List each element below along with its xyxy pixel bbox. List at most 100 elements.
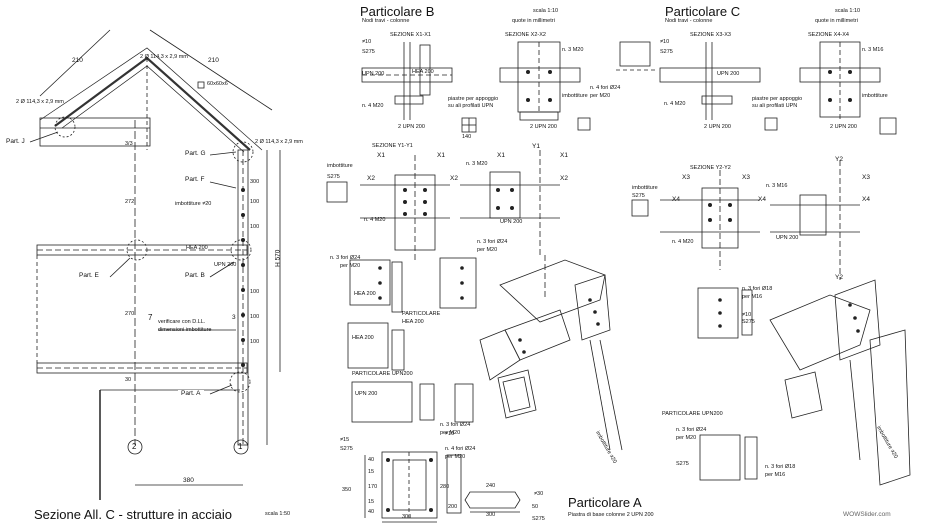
part-c-scale: scala 1:10	[835, 8, 861, 14]
section-y2-y2: SEZIONE Y2-Y2	[690, 165, 731, 171]
b-axis-x1-b: X1	[437, 152, 445, 159]
part-j-label: Part. J	[3, 138, 28, 145]
b-n4m20: n. 4 M20	[362, 103, 384, 109]
c-n3fori-1: n. 3 fori Ø18	[742, 286, 773, 292]
a-s275: S275	[340, 446, 353, 452]
part-b-sub-2: quote in millimetri	[512, 18, 555, 24]
a-dim-280: 280	[440, 484, 450, 490]
c-thick10: ≠10	[660, 39, 670, 45]
b-axis-x1-d: X1	[560, 152, 568, 159]
b-t140: 140	[462, 134, 472, 140]
b-axis-x1-c: X1	[497, 152, 505, 159]
c-two-upn-1: 2 UPN 200	[704, 124, 731, 130]
c-upn200-2: UPN 200	[776, 235, 799, 241]
b-piastre-2: su ali profilati UPN	[448, 103, 494, 109]
a-dim-v-2: 15	[368, 469, 375, 475]
a-s275-2: S275	[532, 516, 545, 522]
part-b-section-y1	[326, 150, 560, 260]
verificare-line-2: dimensioni imbottiture	[158, 327, 212, 333]
a-dim-240: 240	[486, 483, 496, 489]
dim-left-2: 272	[125, 199, 135, 205]
c-axis-x3-a: X3	[682, 174, 690, 181]
a-t30: ≠30	[534, 491, 544, 497]
dim-side-2: 100	[250, 199, 260, 205]
c-axis-x4-a: X4	[672, 196, 680, 203]
part-a-label: Part. A	[178, 390, 204, 397]
part-c-upn-detail	[697, 287, 758, 481]
a-perm20-4: per M20	[445, 454, 466, 460]
dim-top-left: 210	[72, 57, 83, 64]
c-perm20: per M20	[676, 435, 697, 441]
b-piastre-1: piastre per appoggio	[448, 96, 499, 102]
hea-part-title-2: HEA 200	[402, 319, 424, 325]
part-c-isometric	[769, 279, 911, 486]
part-a-title: Particolare A	[568, 495, 642, 510]
c-n3fori24: n. 3 fori Ø24	[676, 427, 707, 433]
watermark: WOWSlider.com	[843, 511, 891, 518]
a-n3fori24-2: n. 3 fori Ø24	[477, 239, 508, 245]
a-n3fori24-3: n. 3 fori Ø24	[440, 422, 471, 428]
c-n3m16-2: n. 3 M16	[766, 183, 788, 189]
c-n4m20: n. 4 M20	[664, 101, 686, 107]
b-imbottiture: imbottiture	[562, 93, 588, 99]
part-c-title: Particolare C	[665, 4, 741, 19]
c-perm16-2: per M16	[765, 472, 786, 478]
a-t10: ≠10	[445, 431, 455, 437]
verificare-line-1: verificare con D.LL.	[158, 319, 206, 325]
c-piastre-2: su ali profilati UPN	[752, 103, 798, 109]
b-upn200-2: UPN 200	[500, 219, 523, 225]
dim-side-6: 100	[250, 339, 260, 345]
a-t15: ≠15	[340, 437, 350, 443]
c-axis-x4-b: X4	[758, 196, 766, 203]
a-dim-200: 200	[448, 504, 458, 510]
dim-side-4: 100	[250, 289, 260, 295]
hea-part-title-1: PARTICOLARE	[402, 311, 441, 317]
dim-side-1: 300	[250, 179, 260, 185]
a-perm20-3: per M20	[440, 430, 461, 436]
upn-part-title-a: PARTICOLARE UPN200	[352, 371, 413, 377]
part-c-section-y2	[631, 160, 860, 280]
c-s275-3: S275	[742, 319, 755, 325]
b-perm20: per M20	[590, 93, 611, 99]
part-c-sub-1: Nodi travi - colonne	[665, 18, 713, 24]
a-upn200: UPN 200	[355, 391, 378, 397]
dim-top-right: 210	[208, 57, 219, 64]
c-axis-x3-b: X3	[742, 174, 750, 181]
c-axis-y2-b: Y2	[835, 274, 843, 281]
a-dim-v-3: 170	[368, 484, 378, 490]
b-upn200: UPN 200	[362, 71, 385, 77]
c-perm16-1: per M16	[742, 294, 763, 300]
c-piastre-1: piastre per appoggio	[752, 96, 803, 102]
part-a-subtitle: Piastra di base colonne 2 UPN 200	[568, 512, 654, 518]
a-hea200-2: HEA 200	[352, 335, 374, 341]
dim-base-380: 380	[183, 477, 194, 484]
note-number-7: 7	[148, 313, 153, 322]
b-thick10: ≠10	[362, 39, 372, 45]
dim-left-4: 30	[125, 377, 132, 383]
dim-left-1: 3/3	[125, 141, 133, 147]
part-e-label: Part. E	[76, 272, 102, 279]
c-upn200: UPN 200	[717, 71, 740, 77]
c-n4m20-2: n. 4 M20	[672, 239, 694, 245]
a-perm20-2: per M20	[477, 247, 498, 253]
upn200-label-left: UPN 200	[214, 262, 237, 268]
section-x2-x2: SEZIONE X2-X2	[505, 32, 546, 38]
part-b-isometric	[479, 255, 623, 451]
b-axis-x2-b: X2	[450, 175, 458, 182]
section-x3-x3: SEZIONE X3-X3	[690, 32, 731, 38]
a-dim-300: 300	[402, 514, 412, 520]
a-dim-350: 350	[342, 487, 352, 493]
b-two-upn-1: 2 UPN 200	[398, 124, 425, 130]
b-n4fori: n. 4 fori Ø24	[590, 85, 621, 91]
sheet-title: Sezione All. C - strutture in acciaio	[34, 507, 232, 522]
a-dim-300-b: 300	[486, 512, 496, 518]
a-dim-v-1: 40	[368, 457, 375, 463]
a-n4fori24: n. 4 fori Ø24	[445, 446, 476, 452]
profile-label-right: 2 Ø 114,3 x 2,9 mm	[255, 139, 303, 145]
part-c-sections-x	[616, 41, 897, 135]
profile-label-ridge: 2 Ø 114,3 x 2,9 mm	[140, 54, 188, 60]
part-b-label: Part. B	[182, 272, 208, 279]
imbottiture-label-left: imbottiture ≠20	[175, 201, 212, 207]
c-n3m16: n. 3 M16	[862, 47, 884, 53]
